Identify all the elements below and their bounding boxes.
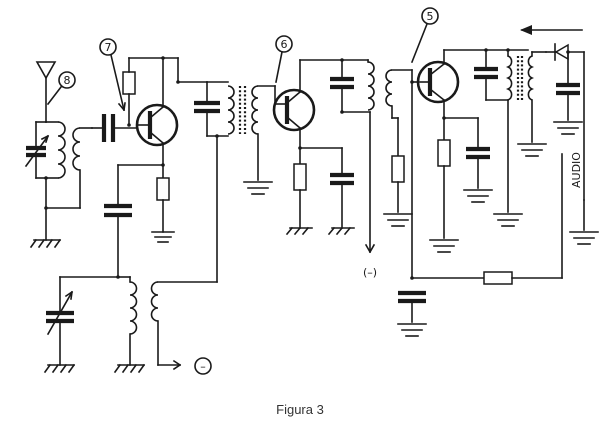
emitter-network-3	[429, 116, 493, 253]
input-tuning-capacitor	[24, 121, 50, 179]
callout-5: 5	[410, 7, 439, 64]
if-tank-3	[443, 48, 529, 227]
if-transformer-2-secondary	[383, 69, 421, 227]
emitter-resistor-1	[151, 177, 175, 243]
callout-7: 7	[99, 38, 126, 112]
audio-label: AUDIO	[570, 152, 583, 188]
figure-caption: Figura 3	[276, 402, 324, 417]
oscillator-coil	[113, 276, 146, 374]
agc-feedback-line	[397, 153, 563, 337]
oscillator-tuning-capacitor	[43, 276, 119, 374]
negative-terminal-2-label: –	[200, 360, 206, 373]
callout-7-label: 7	[105, 41, 112, 54]
if-transformer-1	[206, 81, 276, 195]
emitter-network-2	[285, 146, 355, 236]
detector-coil	[517, 51, 547, 157]
oscillator-feedback-coil	[150, 135, 218, 371]
transistor-3	[410, 49, 460, 279]
audio-output: AUDIO	[569, 152, 599, 245]
transistor-1	[135, 57, 179, 179]
detector-diode	[545, 43, 585, 201]
negative-terminal-1: (–)	[363, 266, 377, 279]
ground-bus-1	[104, 163, 165, 279]
ground-symbol	[29, 238, 62, 249]
transistor-2	[272, 59, 316, 149]
coupling-capacitor-1	[91, 114, 137, 142]
coupling-coil	[44, 127, 93, 210]
callout-8: 8	[46, 71, 76, 106]
negative-terminal-1-label: (–)	[363, 266, 377, 279]
callout-5-label: 5	[427, 10, 434, 23]
callout-6: 6	[275, 35, 293, 83]
callout-8-label: 8	[64, 74, 71, 87]
negative-terminal-2: –	[194, 357, 212, 375]
callout-6-label: 6	[281, 38, 288, 51]
if-tank-capacitor-1	[176, 80, 229, 138]
signal-direction-arrow	[520, 25, 583, 35]
if-tank-2	[299, 58, 376, 254]
bias-resistor-1	[122, 56, 179, 127]
antenna	[35, 61, 57, 123]
